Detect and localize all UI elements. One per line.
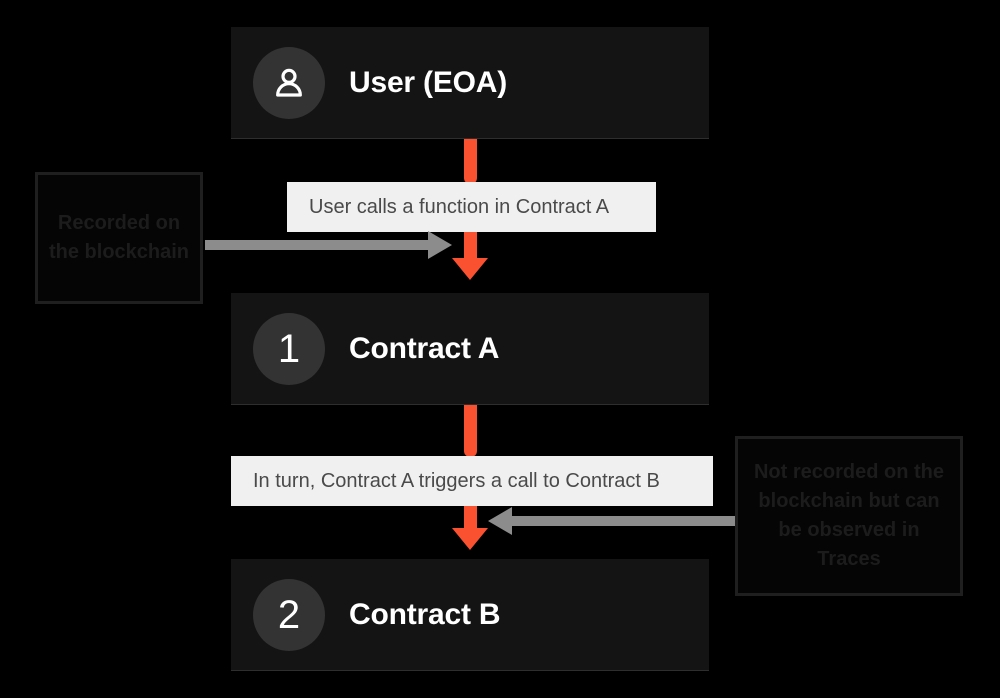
message-label-a-to-b: In turn, Contract A triggers a call to C… (231, 456, 713, 506)
pointer-arrow-right-head-icon (488, 507, 512, 535)
node-contract-a-title: Contract A (349, 331, 500, 365)
flow-connector-user-to-a-lower (464, 230, 477, 262)
arrowhead-down-icon-a (452, 258, 488, 280)
node-contract-b-title: Contract B (349, 597, 501, 631)
flow-connector-a-to-b-lower (464, 504, 477, 532)
step-badge-1-number: 1 (277, 326, 301, 371)
node-user: User (EOA) (231, 27, 709, 139)
callout-recorded-on-blockchain: Recorded on the blockchain (35, 172, 203, 304)
callout-recorded-on-blockchain-text: Recorded on the blockchain (48, 212, 190, 263)
callout-not-recorded-on-blockchain-text: Not recorded on the blockchain but can b… (753, 461, 944, 570)
step-badge-2-number: 2 (277, 592, 301, 637)
flow-connector-a-to-b-upper (464, 405, 477, 457)
arrowhead-down-icon-b (452, 528, 488, 550)
message-label-user-to-a: User calls a function in Contract A (287, 182, 656, 232)
pointer-arrow-right-shaft (510, 516, 735, 526)
person-icon (253, 46, 325, 119)
pointer-arrow-left-head-icon (428, 231, 452, 259)
node-contract-b: 2 Contract B (231, 559, 709, 671)
message-label-a-to-b-text: In turn, Contract A triggers a call to C… (253, 469, 660, 492)
node-contract-a: 1 Contract A (231, 293, 709, 405)
step-badge-1: 1 (253, 312, 325, 385)
person-icon-glyph (276, 68, 302, 97)
flow-connector-user-to-a-upper (464, 139, 477, 184)
step-badge-2: 2 (253, 578, 325, 651)
pointer-arrow-left-shaft (205, 240, 430, 250)
callout-not-recorded-on-blockchain: Not recorded on the blockchain but can b… (735, 436, 963, 596)
node-user-title: User (EOA) (349, 65, 508, 99)
message-label-user-to-a-text: User calls a function in Contract A (309, 195, 610, 218)
